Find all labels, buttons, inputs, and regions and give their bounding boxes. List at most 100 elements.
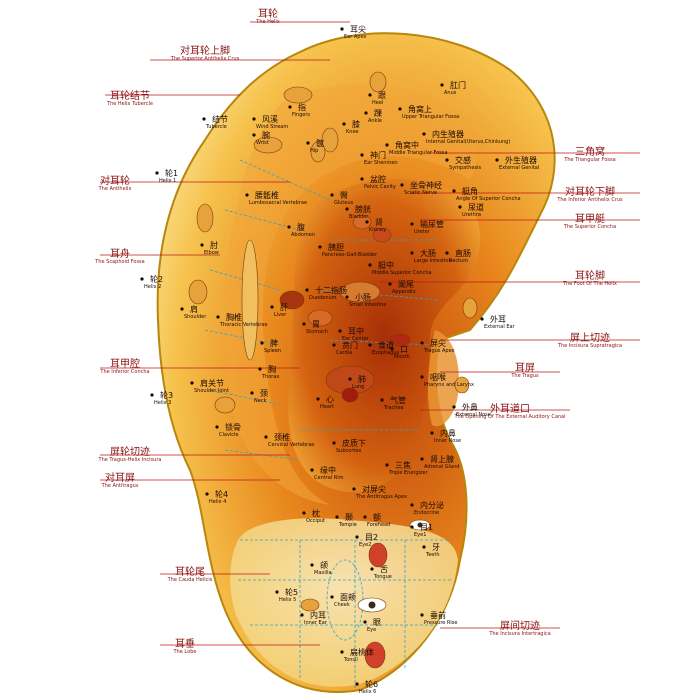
acupoint-name-cn: 肺 xyxy=(358,375,366,384)
acupoint-name-en: Internal Genital(Uterus,Chinkung) xyxy=(426,139,510,145)
nose-image xyxy=(454,376,470,394)
acupoint-name-en: Lumbosacral Vertebrae xyxy=(249,200,307,206)
antihelix-ridge xyxy=(224,84,477,505)
acupoint-name-cn: 坐骨神经 xyxy=(410,180,442,190)
elbow-image xyxy=(196,203,214,233)
clavicle-image xyxy=(214,396,236,414)
acupoint-dot xyxy=(422,132,426,136)
acupoint-dot xyxy=(287,225,291,229)
region-name-en: The Incisura Intertragica xyxy=(488,631,550,637)
acupoint-name-en: Shoulder xyxy=(184,314,207,320)
acupoint-name-en: Urethra xyxy=(462,212,481,218)
external-ear-image xyxy=(462,297,478,319)
inner-ear-image xyxy=(300,598,320,612)
acupoint-dot xyxy=(445,158,449,162)
acupoint-name-cn: 胸 xyxy=(268,364,276,374)
acupoint-name-cn: 膀胱 xyxy=(355,204,371,214)
acupoint-name-en: External Ear xyxy=(484,324,516,330)
acupoint-dot xyxy=(316,397,320,401)
acupoint-dot xyxy=(410,251,414,255)
acupoint-dot xyxy=(385,463,389,467)
tongue-image xyxy=(368,542,388,568)
region-name-cn: 外耳道口 xyxy=(490,402,530,415)
acupoint-name-en: External Nose xyxy=(456,412,491,418)
acupoint-name-cn: 艇角 xyxy=(462,186,478,196)
acupoint-name-en: Pharynx and Larynx xyxy=(424,382,474,388)
acupoint-dot xyxy=(388,282,392,286)
acupoint-dot xyxy=(360,153,364,157)
acupoint-name-en: Tubercle xyxy=(205,124,227,130)
acupoint-name-cn: 外生殖器 xyxy=(505,155,537,165)
acupoint-name-en: Lung xyxy=(352,384,364,390)
acupoint-name-cn: 胰胆 xyxy=(328,242,344,252)
acupoint-dot xyxy=(190,381,194,385)
acupoint-name-cn: 内鼻 xyxy=(440,428,456,438)
acupoint-dot xyxy=(410,525,414,529)
acupoint-name-cn: 轮4 xyxy=(215,489,228,499)
acupoint-name-en: The Antitragus Apex xyxy=(355,494,407,500)
acupoint-name-cn: 屏尖 xyxy=(430,338,446,348)
mouth-image xyxy=(389,333,411,347)
region-name-en: The Tragus xyxy=(510,373,539,379)
acupoint-name-cn: 食道 xyxy=(378,340,394,350)
kidney-image xyxy=(372,227,392,243)
acupoint-dot xyxy=(368,93,372,97)
region-name-en: The Foot Of The Helix xyxy=(562,281,617,287)
acupoint-dot xyxy=(360,177,364,181)
acupoint-name-cn: 缘中 xyxy=(320,465,336,475)
acupoint-dot xyxy=(200,243,204,247)
region-name-en: The Helix xyxy=(255,19,280,25)
acupoint-name-cn: 颌 xyxy=(320,560,328,570)
acupoint-name-cn: 咽喉 xyxy=(430,372,446,382)
acupoint-name-cn: 腹 xyxy=(297,222,305,232)
acupoint-dot xyxy=(345,207,349,211)
region-name-cn: 屏上切迹 xyxy=(570,331,610,344)
acupoint-name-en: Cheek xyxy=(334,602,350,608)
acupoint-dot xyxy=(368,343,372,347)
acupoint-dot xyxy=(480,317,484,321)
acupoint-name-cn: 轮2 xyxy=(150,274,163,284)
acupoint-name-en: Ankle xyxy=(368,118,382,124)
acupoint-name-cn: 腕 xyxy=(262,130,270,140)
acupoint-dot xyxy=(288,105,292,109)
acupoint-name-en: Subcortex xyxy=(336,448,361,454)
bladder-image xyxy=(352,214,372,230)
region-name-cn: 对耳轮下脚 xyxy=(565,185,615,198)
acupoint-dot xyxy=(495,158,499,162)
acupoint-dot xyxy=(215,425,219,429)
acupoint-name-en: Anus xyxy=(444,90,457,96)
acupoint-name-cn: 枕 xyxy=(312,508,320,518)
tragus xyxy=(428,330,459,427)
acupoint-name-en: Central Rim xyxy=(314,475,344,481)
acupoint-dot xyxy=(363,620,367,624)
acupoint-name-cn: 脾 xyxy=(270,338,278,348)
acupoint-name-en: Heel xyxy=(372,100,383,106)
acupoint-name-cn: 耳尖 xyxy=(350,24,366,34)
acupoint-name-cn: 眼 xyxy=(373,618,381,627)
acupoint-name-en: Inner Nose xyxy=(434,438,461,444)
acupoint-name-cn: 锁骨 xyxy=(225,422,241,432)
